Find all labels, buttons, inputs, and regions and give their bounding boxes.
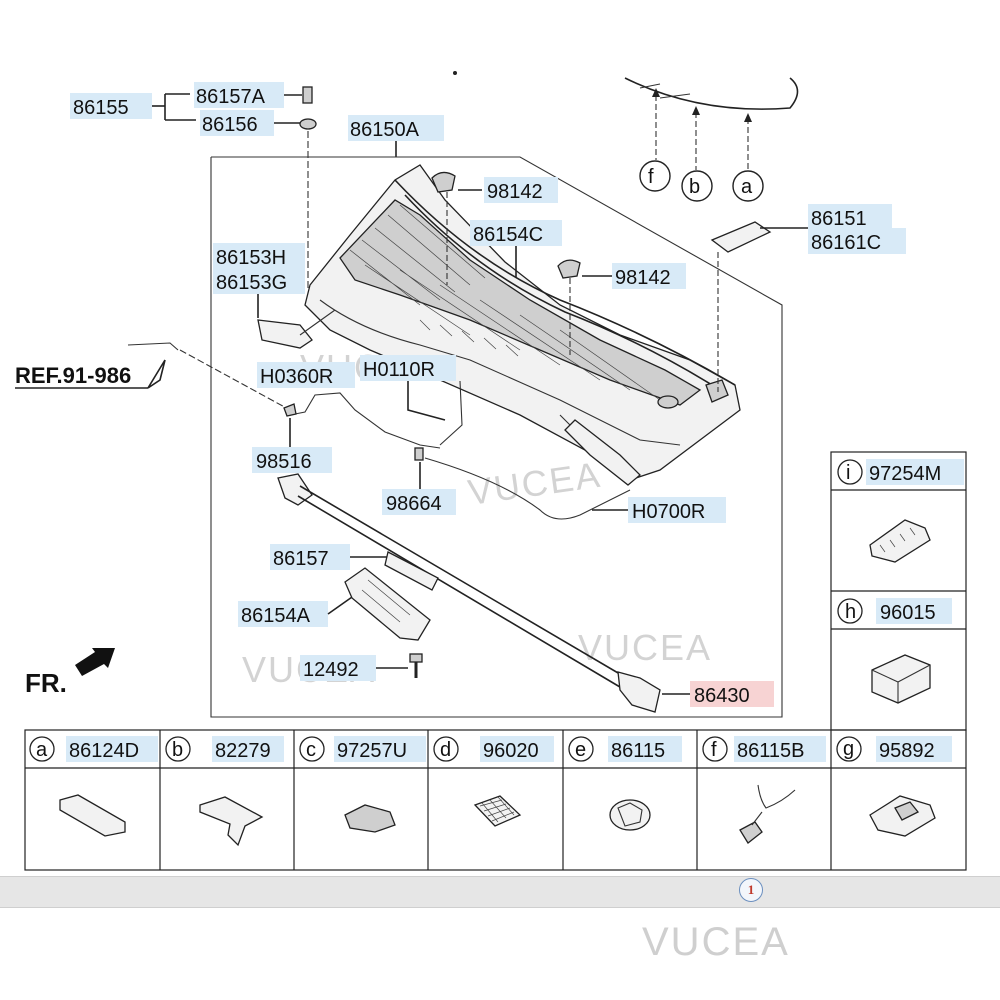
- callout-86430-group: 86430: [277, 473, 774, 713]
- part-97257U-icon: [344, 804, 396, 833]
- side-parts-table: i 97254M h 96015: [830, 451, 967, 731]
- connector-98664-icon: [414, 447, 424, 461]
- callout-H0110R: H0110R: [363, 359, 435, 381]
- callout-86151-group: 86151 86161C: [710, 204, 906, 392]
- part-86124D-icon: [59, 794, 126, 837]
- callout-86154C-group: 86154C: [470, 220, 562, 278]
- cover-86153-icon: [257, 319, 313, 349]
- table-part-number: 96015: [880, 602, 936, 624]
- part-96015-icon: [871, 654, 931, 704]
- part-86115B-icon: [739, 784, 796, 844]
- cover-86154A-icon: [344, 567, 431, 641]
- table-part-number: 96020: [483, 740, 539, 762]
- ref-circle-f: [639, 160, 671, 192]
- clip-86156-icon: [299, 118, 317, 130]
- callout-86153G: 86153G: [216, 272, 287, 294]
- table-letter: e: [575, 739, 586, 761]
- callout-86155: 86155: [73, 97, 129, 119]
- seal-86151-icon: [710, 221, 772, 253]
- watermark: VUCEA: [465, 454, 603, 513]
- front-direction-indicator: FR.: [25, 648, 115, 698]
- bottom-parts-table: a 86124D b 82279 c 97257U d 96020 e 8611…: [24, 729, 967, 871]
- hood-outline: [453, 71, 799, 110]
- callout-98516: 98516: [256, 451, 312, 473]
- grommet-icon: [557, 259, 581, 279]
- part-82279-icon: [199, 796, 264, 847]
- table-part-number: 86115: [611, 740, 665, 762]
- callout-ref-91-986: REF.91-986: [15, 363, 131, 388]
- nozzle-98516-icon: [283, 403, 297, 417]
- table-letter: f: [711, 739, 717, 761]
- callout-H0360R-group: H0360R: [257, 362, 441, 449]
- footer-watermark: VUCEA: [642, 920, 790, 964]
- ref-letter: b: [689, 176, 700, 198]
- table-letter: c: [306, 739, 316, 761]
- callout-86154A: 86154A: [241, 605, 311, 627]
- callout-98142-a: 98142: [487, 181, 543, 203]
- callout-86154A-group: 86154A: [238, 567, 431, 641]
- cowl-top-cover-drawing: [304, 164, 741, 486]
- part-95892-icon: [869, 795, 936, 837]
- table-part-number: 82279: [215, 740, 271, 762]
- footer-bar: [0, 876, 1000, 908]
- callout-98664-group: 98664: [382, 447, 456, 515]
- seal-86157-icon: [384, 551, 439, 591]
- callout-H0700R: H0700R: [632, 501, 705, 523]
- callout-98664: 98664: [386, 493, 442, 515]
- callout-86161C: 86161C: [811, 232, 881, 254]
- table-letter: b: [172, 739, 183, 761]
- callout-86155-group: 86155 86157A 86156: [70, 82, 317, 290]
- callout-98142-b-group: 98142: [557, 259, 686, 355]
- callout-12492-group: 12492: [300, 653, 423, 681]
- watermark: VUCEA: [578, 627, 712, 668]
- ref-circle-a: [732, 170, 764, 202]
- callout-86150A: 86150A: [350, 119, 420, 141]
- part-97254M-icon: [869, 519, 931, 563]
- table-letter: g: [843, 738, 854, 760]
- callout-98516-group: 98516: [252, 403, 332, 473]
- screw-86157A-icon: [302, 86, 313, 104]
- grommet-icon: [431, 171, 456, 193]
- callout-86157-group: 86157: [270, 544, 439, 591]
- bolt-12492-icon: [409, 653, 423, 663]
- ref-letter: f: [648, 166, 654, 188]
- callout-H0700R-group: H0700R: [424, 457, 726, 523]
- table-part-number: 97254M: [869, 463, 941, 485]
- callout-86153-group: 86153H 86153G: [213, 243, 336, 349]
- table-part-number: 86124D: [69, 740, 139, 762]
- table-letter: d: [440, 739, 451, 761]
- table-part-number: 95892: [879, 740, 935, 762]
- front-arrow-icon: [75, 648, 115, 676]
- table-part-number: 97257U: [337, 740, 407, 762]
- table-letter: a: [36, 739, 48, 761]
- callout-ref-91-986-group: REF.91-986: [15, 342, 291, 411]
- callout-98142-b: 98142: [615, 267, 671, 289]
- table-letter: i: [846, 462, 850, 484]
- callout-12492: 12492: [303, 659, 359, 681]
- callout-86153H: 86153H: [216, 247, 286, 269]
- callout-86157A: 86157A: [196, 86, 266, 108]
- callout-98142-a-group: 98142: [431, 171, 558, 285]
- table-part-number: 86115B: [737, 740, 804, 762]
- ref-letter: a: [741, 176, 753, 198]
- part-96020-icon: [473, 795, 522, 827]
- callout-86157: 86157: [273, 548, 329, 570]
- assembly-frame-86150A: 86150A: [210, 115, 783, 718]
- table-letter: h: [845, 601, 856, 623]
- top-reference-arrows: f b a: [639, 88, 764, 202]
- callout-H0360R: H0360R: [260, 366, 333, 388]
- callout-86154C: 86154C: [473, 224, 543, 246]
- page-number-badge[interactable]: 1: [739, 878, 763, 902]
- front-label: FR.: [25, 668, 67, 698]
- ref-circle-b: [681, 170, 713, 202]
- part-86115-icon: [609, 799, 651, 831]
- callout-86151: 86151: [811, 208, 867, 230]
- callout-86156: 86156: [202, 114, 258, 136]
- callout-86430: 86430: [694, 685, 750, 707]
- callout-H0110R-group: H0110R: [360, 355, 463, 446]
